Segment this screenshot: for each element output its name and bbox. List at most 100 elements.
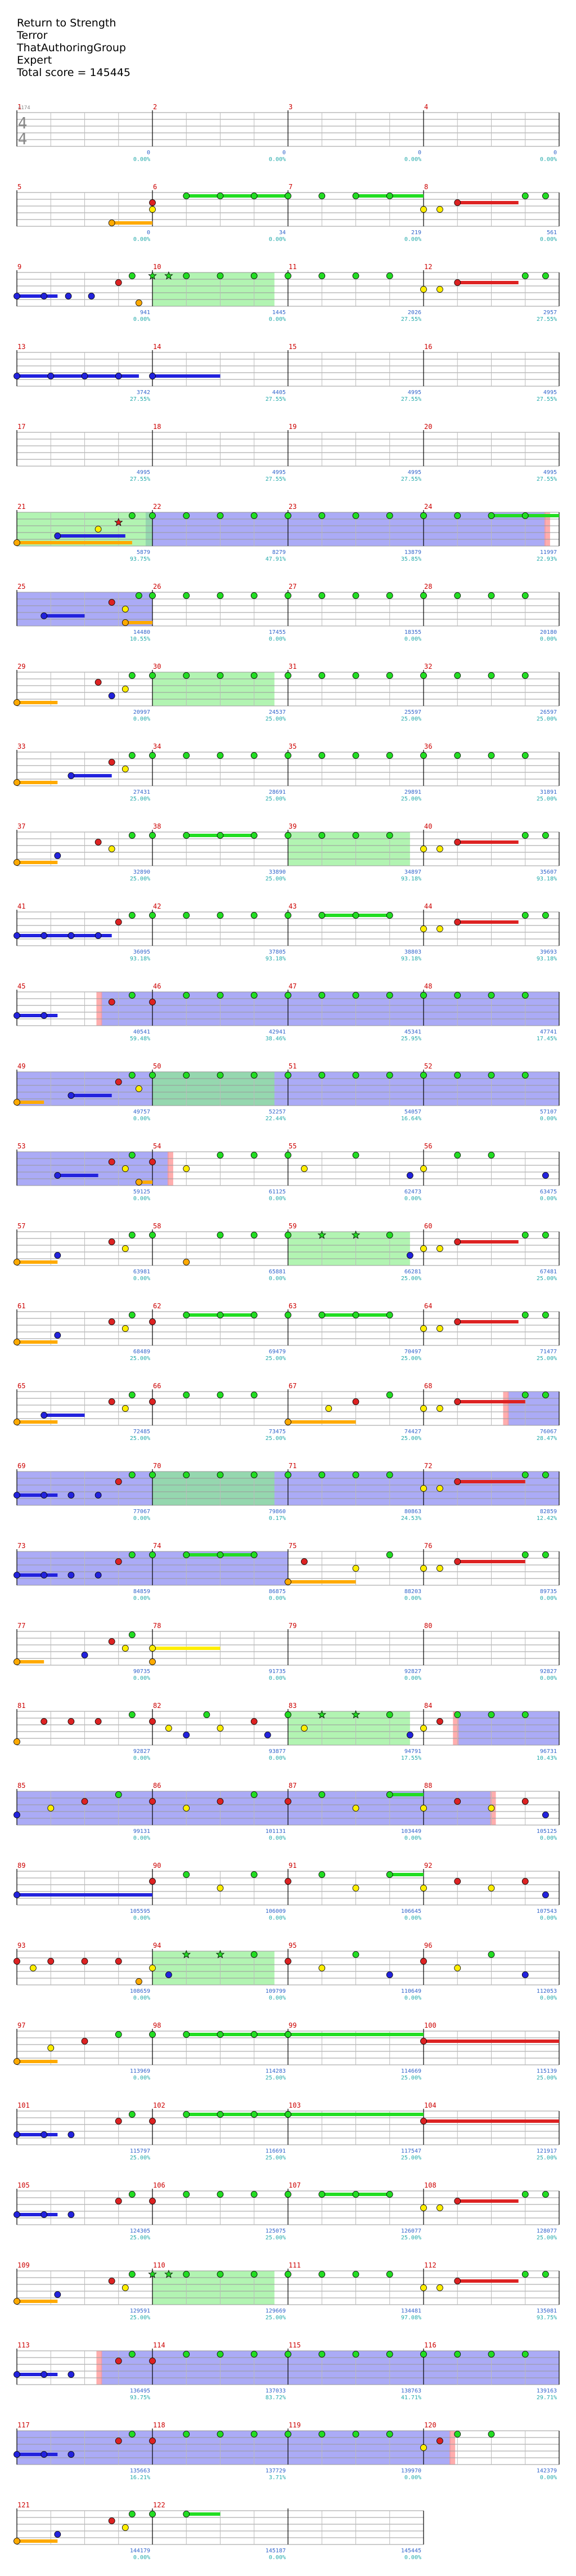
sustain-bar — [17, 2453, 58, 2456]
star-power-region — [424, 2431, 451, 2465]
measure-score: 105595 — [130, 1908, 150, 1915]
measure-score: 34897 — [404, 869, 421, 875]
measure-number: 112 — [424, 2261, 436, 2269]
orange-note — [14, 2058, 20, 2065]
measure-number: 30 — [153, 663, 161, 670]
measure-percent: 0.00% — [540, 1116, 557, 1122]
measure-percent: 0.00% — [404, 2475, 421, 2481]
measure-percent: 0.00% — [269, 156, 286, 163]
green-note — [352, 1472, 359, 1478]
measure-number: 92 — [424, 1862, 432, 1870]
star-note — [182, 1949, 191, 1958]
green-note — [183, 512, 190, 519]
measure-row: 10512430525.00%10612507525.00%1071260772… — [14, 2181, 560, 2241]
measure-percent: 93.18% — [537, 876, 557, 882]
yellow-note — [183, 1805, 190, 1812]
measure-row: 69770670.00%70798600.17%718086324.53%728… — [14, 1462, 560, 1522]
measure-percent: 0.00% — [133, 2075, 150, 2081]
measure-number: 82 — [153, 1702, 161, 1710]
green-note — [521, 912, 529, 919]
yellow-note — [454, 1965, 461, 1971]
green-note — [542, 193, 549, 199]
yellow-note — [436, 2204, 443, 2211]
green-note — [285, 512, 291, 519]
green-note — [128, 2191, 136, 2198]
measure-score: 4995 — [543, 469, 557, 476]
measure-number: 79 — [289, 1622, 296, 1630]
green-note — [521, 832, 529, 839]
measure-number: 103 — [289, 2101, 301, 2109]
measure-score: 93877 — [269, 1748, 286, 1755]
red-note — [454, 919, 461, 925]
measure-percent: 25.00% — [401, 1356, 421, 1362]
measure-percent: 0.00% — [540, 1995, 557, 2001]
green-note — [250, 1152, 258, 1159]
green-note — [217, 2111, 224, 2118]
measure-score: 26597 — [540, 709, 557, 715]
measure-percent: 25.00% — [537, 2235, 557, 2241]
yellow-note — [488, 1885, 495, 1891]
red-note — [454, 839, 461, 846]
sustain-bar — [424, 2119, 559, 2123]
green-note — [115, 1791, 122, 1798]
sustain-bar — [17, 1340, 58, 1344]
measure-percent: 22.44% — [266, 1116, 286, 1122]
green-note — [149, 592, 156, 599]
measure-score: 8279 — [272, 549, 286, 556]
green-note — [285, 992, 291, 999]
measure-row: 454054159.48%464294138.46%474534125.95%4… — [14, 982, 560, 1042]
measure-percent: 25.00% — [266, 2315, 286, 2321]
yellow-note — [47, 1805, 55, 1812]
measure-percent: 0.00% — [133, 1915, 150, 1921]
green-note — [128, 1232, 136, 1238]
measure-percent: 0.00% — [269, 2555, 286, 2561]
green-note — [386, 2351, 393, 2358]
red-note — [149, 2118, 156, 2125]
measure-percent: 0.00% — [269, 1595, 286, 1602]
green-note — [183, 912, 190, 919]
green-note — [318, 1312, 326, 1318]
green-note — [521, 672, 529, 679]
green-note — [488, 1072, 495, 1079]
green-note — [217, 512, 224, 519]
sustain-bar — [71, 774, 112, 777]
blue-note — [68, 2451, 75, 2458]
green-note — [352, 832, 359, 839]
blue-note — [386, 1971, 393, 1978]
measure-score: 89735 — [540, 1589, 557, 1595]
green-note — [521, 1312, 529, 1318]
green-note — [128, 2351, 136, 2358]
measure-number: 29 — [17, 663, 25, 670]
green-note — [149, 832, 156, 839]
measure-number: 48 — [424, 982, 432, 990]
measure-score: 18355 — [404, 629, 421, 636]
measure-percent: 0.00% — [269, 1196, 286, 1202]
measure-score: 92827 — [404, 1669, 421, 1675]
measure-number: 89 — [17, 1862, 25, 1870]
measure-number: 122 — [153, 2501, 165, 2509]
blue-note — [94, 1492, 102, 1499]
measure-percent: 0.00% — [133, 316, 150, 323]
red-note — [454, 1398, 461, 1405]
measure-number: 61 — [17, 1302, 25, 1310]
measure-percent: 25.00% — [401, 1276, 421, 1282]
measure-percent: 27.55% — [401, 476, 421, 482]
measure-number: 56 — [424, 1142, 432, 1150]
measure-percent: 0.00% — [269, 636, 286, 642]
green-note — [521, 1392, 529, 1398]
green-note — [386, 2191, 393, 2198]
blue-note — [542, 1172, 549, 1179]
sustain-bar — [424, 2040, 559, 2043]
green-note — [386, 1711, 393, 1718]
measure-percent: 28.47% — [537, 1435, 557, 1442]
green-note — [203, 1711, 210, 1718]
sustain-bar — [17, 374, 139, 378]
orange-note — [14, 699, 20, 706]
red-note — [108, 2517, 115, 2524]
measure-score: 25597 — [404, 709, 421, 715]
measure-score: 112053 — [537, 1988, 557, 1994]
blue-note — [14, 373, 20, 379]
green-note — [183, 272, 190, 279]
measure-number: 97 — [17, 2022, 25, 2029]
